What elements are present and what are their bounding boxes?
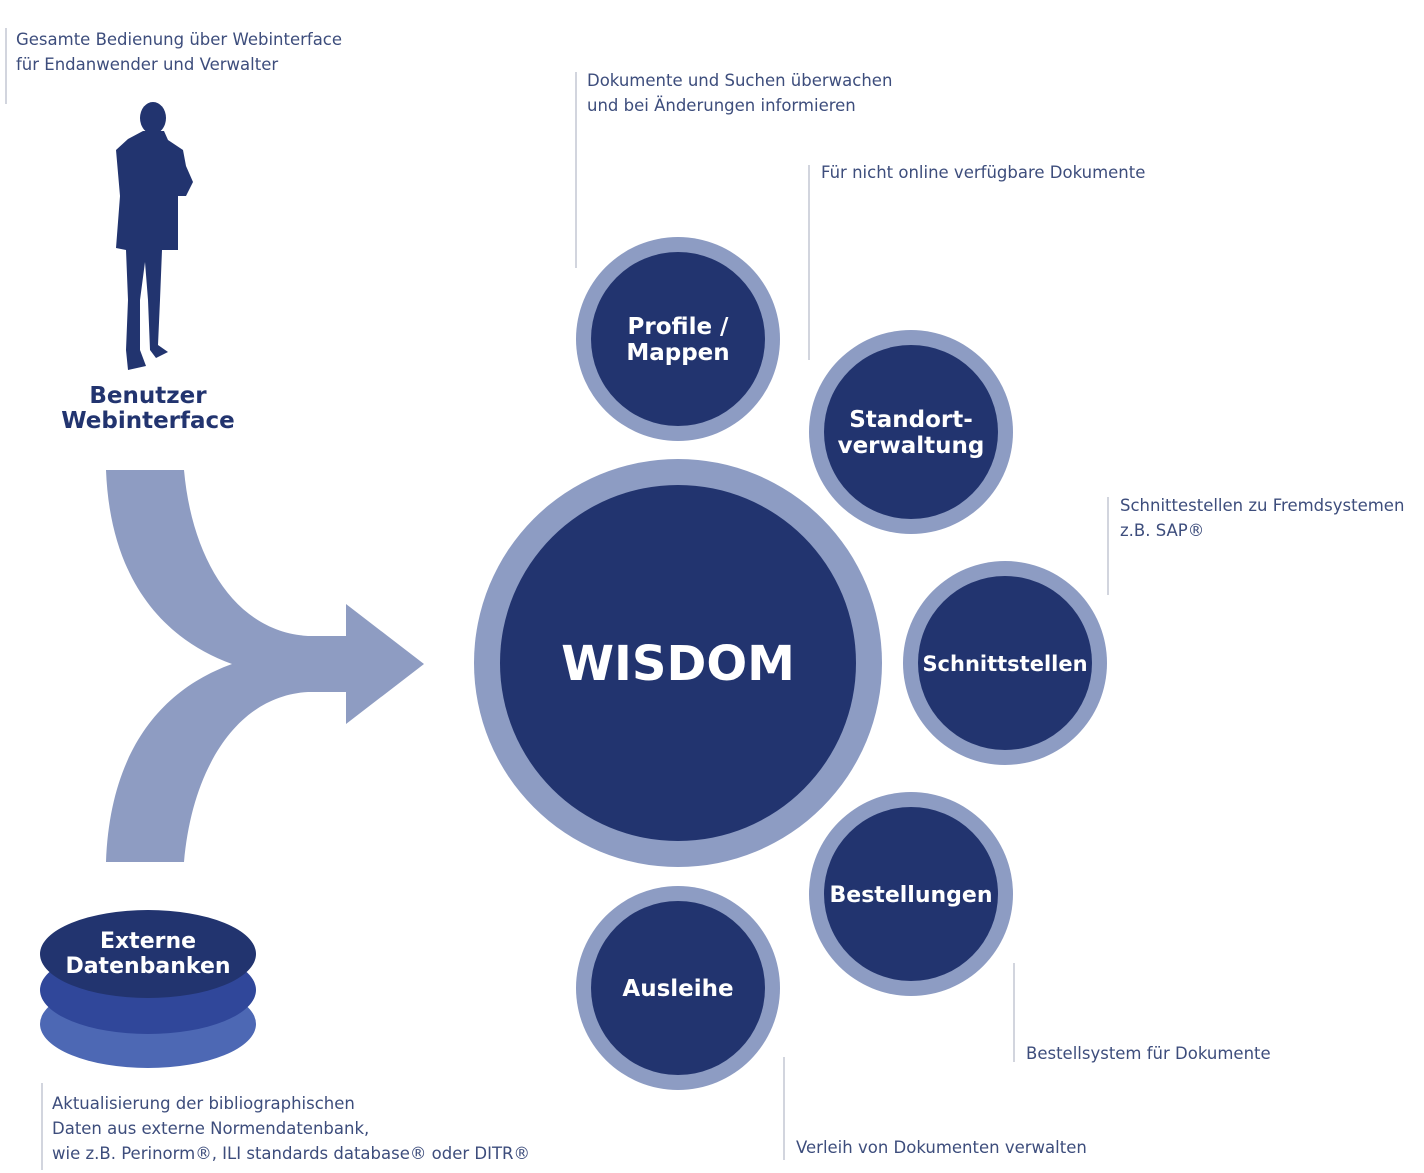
module-profile-mappen [576, 237, 780, 441]
schnitt-note-line-1: Schnittestellen zu Fremdsystemen [1120, 496, 1404, 515]
standort-label-line-2: verwaltung [838, 433, 985, 459]
database-note-line-1: Aktualisierung der bibliographischen [52, 1094, 355, 1113]
module-ausleihe [576, 886, 780, 1090]
ausleihe-label: Ausleihe [622, 976, 733, 1002]
profile-label-line-1: Profile / [628, 314, 730, 340]
merge-arrow [106, 470, 424, 862]
bestell-note-line-1: Bestellsystem für Dokumente [1026, 1044, 1271, 1063]
wisdom-center-label: WISDOM [561, 636, 795, 692]
database-stack-icon [40, 910, 256, 1068]
standort-note-line-1: Für nicht online verfügbare Dokumente [821, 163, 1145, 182]
ausleihe-note-line-1: Verleih von Dokumenten verwalten [796, 1138, 1087, 1157]
profile-label-line-2: Mappen [626, 340, 729, 366]
database-label-line-2: Datenbanken [65, 954, 230, 979]
module-schnittstellen [903, 561, 1107, 765]
wisdom-center-circle [474, 459, 882, 867]
person-silhouette-icon [116, 102, 193, 370]
user-label-line-1: Benutzer [89, 383, 207, 409]
bestell-label: Bestellungen [830, 883, 993, 908]
user-label-line-2: Webinterface [61, 408, 235, 434]
schnitt-note-line-2: z.B. SAP® [1120, 521, 1204, 540]
database-label-line-1: Externe [100, 929, 196, 954]
standort-label-line-1: Standort- [849, 407, 973, 433]
profile-note-line-2: und bei Änderungen informieren [587, 96, 856, 115]
profile-note-line-1: Dokumente und Suchen überwachen [587, 71, 892, 90]
database-note-line-3: wie z.B. Perinorm®, ILI standards databa… [52, 1144, 530, 1163]
module-standortverwaltung [809, 330, 1013, 534]
user-note-line-2: für Endanwender und Verwalter [16, 55, 278, 74]
user-note-line-1: Gesamte Bedienung über Webinterface [16, 30, 342, 49]
module-bestellungen [809, 792, 1013, 996]
schnitt-label: Schnittstellen [922, 652, 1087, 676]
database-note-line-2: Daten aus externe Normendatenbank, [52, 1119, 369, 1138]
